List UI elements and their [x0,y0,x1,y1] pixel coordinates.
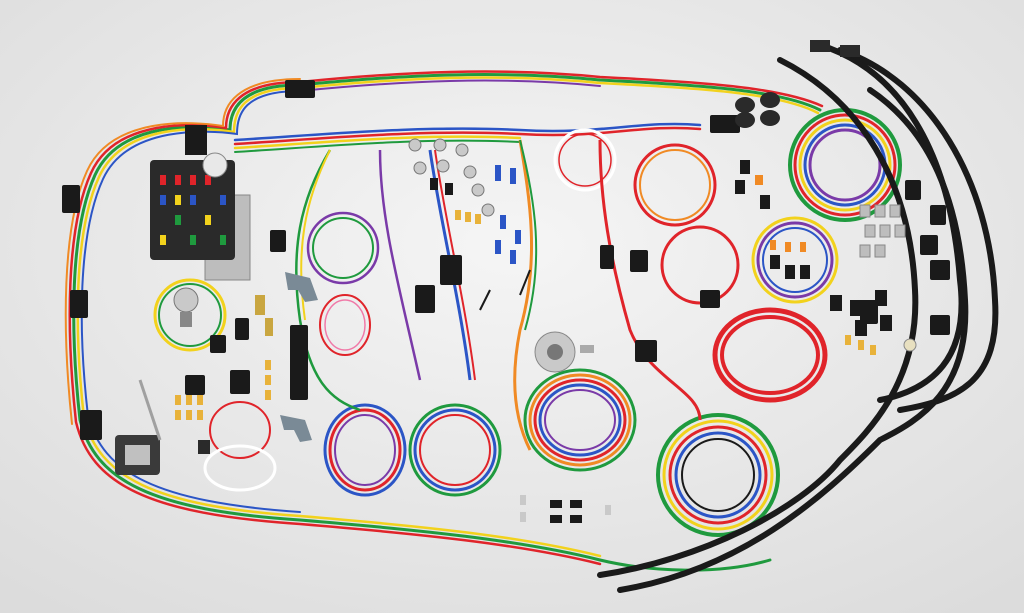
coil-yellow-green-left [153,278,227,352]
headlight-switch [115,379,162,475]
coil-white-left-bottom [203,401,277,492]
terminal-hardware [408,138,810,279]
spark-plug-wires [597,40,999,593]
coil-multicolor-center [523,368,637,472]
coil-red-upper [633,143,717,227]
wire-coils [153,108,902,537]
connectors [62,80,950,440]
coil-top-right [788,108,902,222]
left-terminals [175,360,271,420]
coil-right-middle [751,216,839,304]
rubber-grommets [735,92,780,128]
coil-bottom-right [656,413,780,537]
bottom-small-parts [520,495,611,523]
dimmer-switch [173,287,199,327]
main-harness-loop [64,70,824,572]
fuse-block [150,125,251,281]
coil-bottom-left-pair [323,403,502,497]
ignition-switch [534,331,594,373]
flasher-units [280,272,318,442]
relay-hardware-right [830,204,917,355]
sensors [198,269,531,454]
coil-white-top [553,128,617,192]
coil-small-left [306,211,380,356]
coil-red-large [712,307,828,403]
